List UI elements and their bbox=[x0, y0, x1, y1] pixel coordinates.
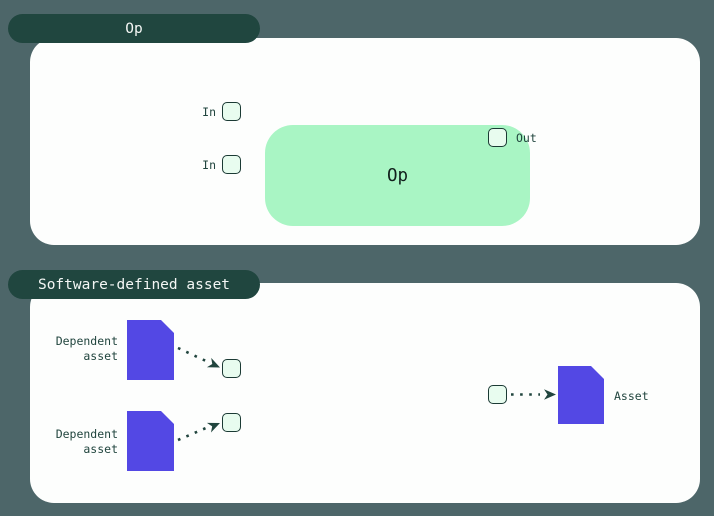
dependent-asset-label: Dependent asset bbox=[55, 427, 118, 456]
dependent-asset-document-icon bbox=[127, 320, 174, 380]
asset-label: Asset bbox=[614, 389, 649, 403]
input-port bbox=[222, 359, 241, 378]
input-port-label: In bbox=[202, 105, 216, 119]
dependent-asset-label: Dependent asset bbox=[55, 334, 118, 363]
op-section-tab-label: Op bbox=[125, 20, 143, 37]
op-node-label: Op bbox=[386, 165, 409, 186]
op-section-card: Op bbox=[30, 38, 700, 245]
op-node: Op bbox=[265, 125, 530, 226]
asset-document-icon bbox=[558, 366, 604, 424]
output-port bbox=[488, 385, 507, 404]
input-port bbox=[222, 102, 241, 121]
input-port bbox=[222, 155, 241, 174]
sda-section-tab-label: Software-defined asset bbox=[37, 276, 231, 293]
output-port-label: Out bbox=[516, 131, 537, 145]
input-port bbox=[222, 413, 241, 432]
dependent-asset-document-icon bbox=[127, 411, 174, 471]
sda-section-tab: Software-defined asset bbox=[8, 270, 260, 299]
op-section-tab: Op bbox=[8, 14, 260, 43]
output-port bbox=[488, 128, 507, 147]
input-port-label: In bbox=[202, 158, 216, 172]
